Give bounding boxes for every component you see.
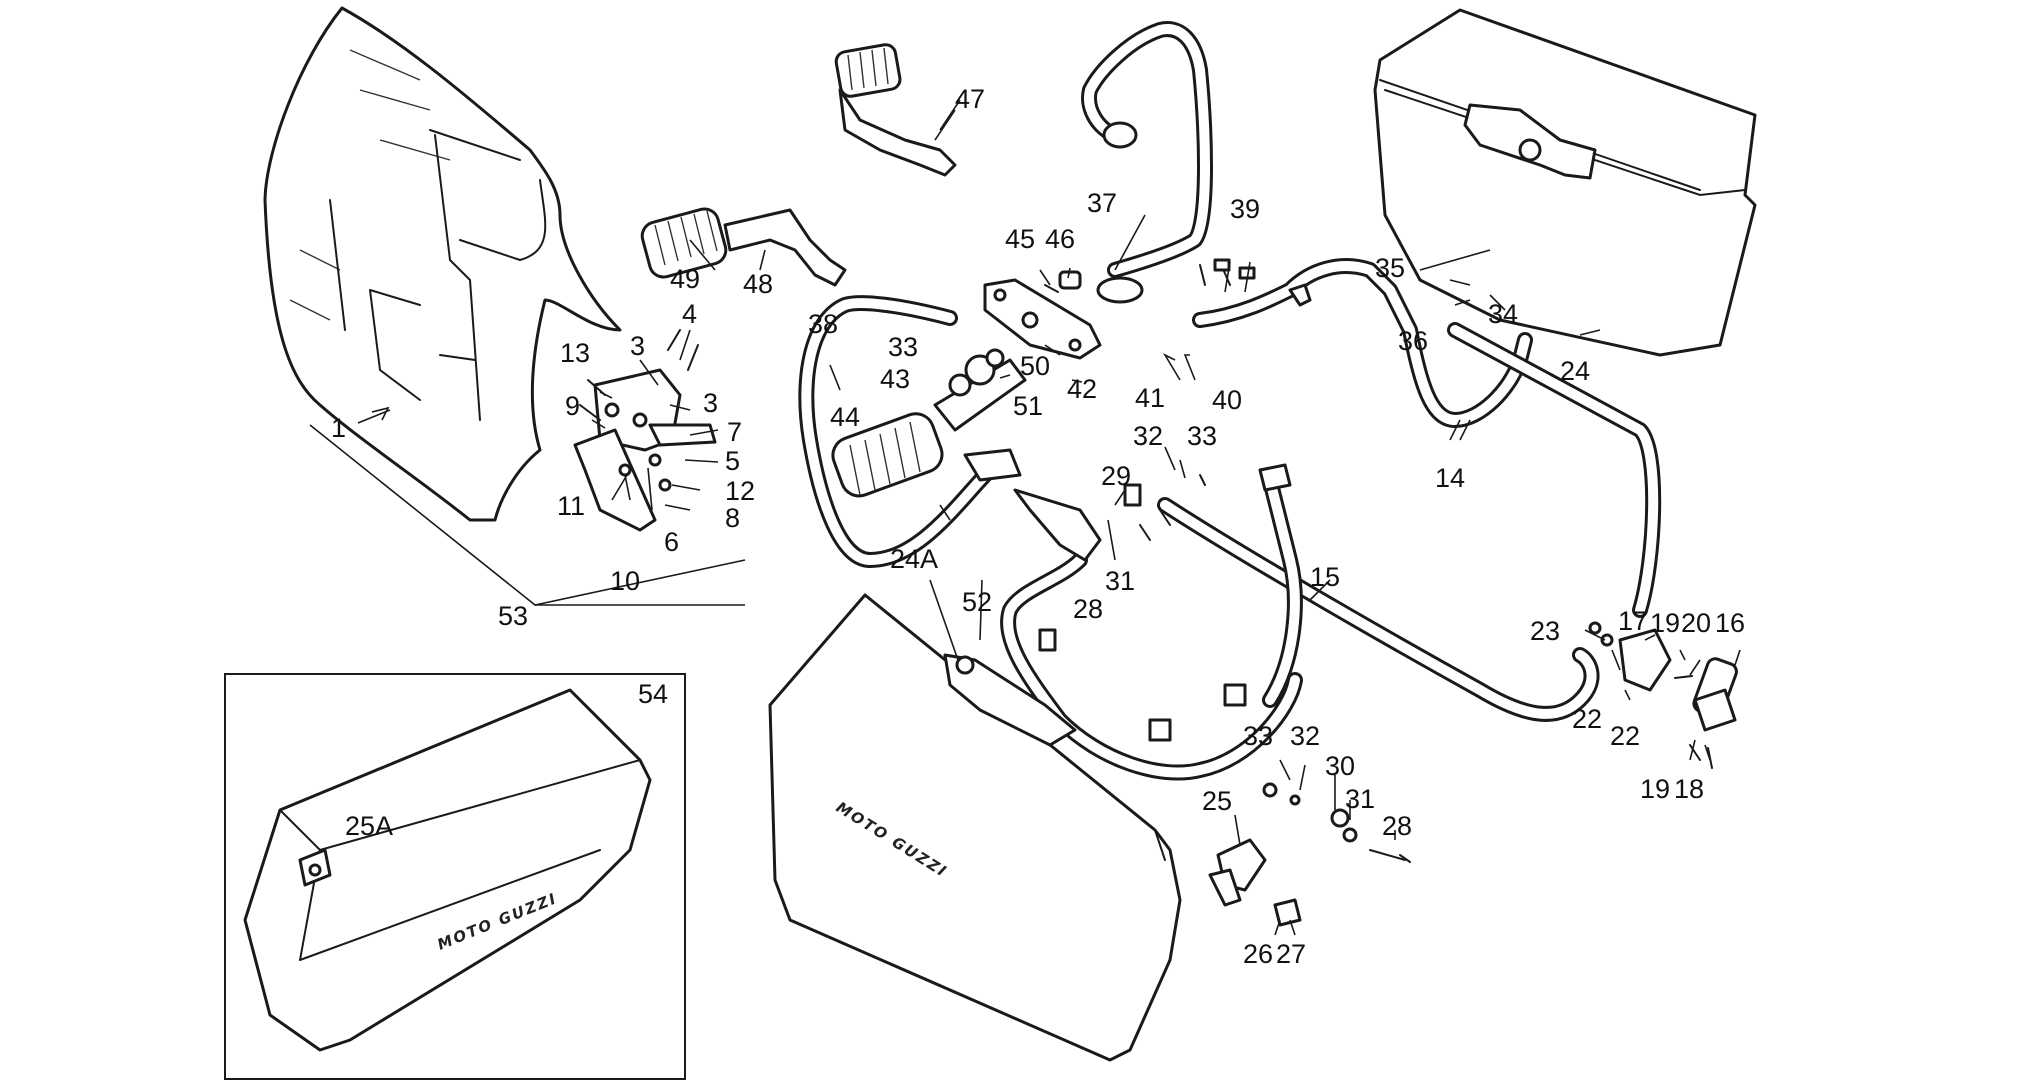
callout-45: 45 (1005, 224, 1035, 254)
callout-1: 1 (331, 413, 346, 443)
footpeg-rear-right (834, 43, 957, 177)
callout-52: 52 (962, 587, 992, 617)
callout-43: 43 (880, 364, 910, 394)
callout-14: 14 (1435, 463, 1465, 493)
callout-3b: 3 (703, 388, 718, 418)
callout-50: 50 (1020, 351, 1050, 381)
callout-24: 24 (1560, 356, 1590, 386)
callout-26: 26 (1243, 939, 1273, 969)
inset-box: MOTO GUZZI (224, 673, 686, 1080)
callout-28b: 28 (1382, 811, 1412, 841)
callout-35: 35 (1375, 253, 1405, 283)
callout-44: 44 (830, 402, 860, 432)
callout-12: 12 (725, 476, 755, 506)
callout-33b: 33 (1187, 421, 1217, 451)
callout-19a: 19 (1650, 608, 1680, 638)
crash-bar-front (798, 295, 1022, 568)
callout-13: 13 (560, 338, 590, 368)
callout-32b: 32 (1290, 721, 1320, 751)
callout-36: 36 (1398, 326, 1428, 356)
callout-31b: 31 (1345, 784, 1375, 814)
callout-16: 16 (1715, 608, 1745, 638)
callout-42: 42 (1067, 374, 1097, 404)
callout-24A: 24A (890, 544, 938, 574)
callout-48: 48 (743, 269, 773, 299)
callout-51: 51 (1013, 391, 1043, 421)
pannier-frame-rear (1192, 258, 1662, 618)
callout-31a: 31 (1105, 566, 1135, 596)
callout-11: 11 (557, 491, 585, 521)
callout-34: 34 (1488, 299, 1518, 329)
callout-19b: 19 (1640, 774, 1670, 804)
callout-29: 29 (1101, 461, 1131, 491)
callout-53: 53 (498, 601, 528, 631)
callout-46: 46 (1045, 224, 1075, 254)
callout-32a: 32 (1133, 421, 1163, 451)
callout-30: 30 (1325, 751, 1355, 781)
callout-39: 39 (1230, 194, 1260, 224)
callout-22a: 22 (1572, 704, 1602, 734)
callout-18: 18 (1674, 774, 1704, 804)
hard-case-left: MOTO GUZZI (768, 593, 1182, 1062)
support-bar (1081, 21, 1213, 304)
callout-20: 20 (1681, 608, 1711, 638)
leader-lines (309, 99, 1741, 936)
callout-22b: 22 (1610, 721, 1640, 751)
callout-5: 5 (725, 446, 740, 476)
lower-fasteners (1123, 474, 1411, 927)
callout-6: 6 (664, 527, 679, 557)
footpeg-rear-left (640, 207, 847, 287)
windshield-bracket (573, 329, 717, 532)
hard-case-right (1373, 8, 1757, 357)
callout-40: 40 (1212, 385, 1242, 415)
callout-4: 4 (682, 299, 697, 329)
callout-labels: 1 3 3 4 5 6 7 8 9 10 11 12 13 53 54 25A … (331, 84, 1745, 969)
callout-33c: 33 (1243, 721, 1273, 751)
callout-7: 7 (727, 417, 742, 447)
callout-23: 23 (1530, 616, 1560, 646)
windshield (263, 6, 622, 522)
callout-41: 41 (1135, 383, 1165, 413)
callout-27: 27 (1276, 939, 1306, 969)
callout-37: 37 (1087, 188, 1117, 218)
mounting-plate (983, 278, 1102, 360)
callout-25A: 25A (345, 811, 393, 841)
callout-8: 8 (725, 503, 740, 533)
callout-10: 10 (610, 566, 640, 596)
callout-25: 25 (1202, 786, 1232, 816)
callout-33a: 33 (888, 332, 918, 362)
callout-47: 47 (955, 84, 985, 114)
pannier-frame-lower (1157, 463, 1600, 722)
callout-3a: 3 (630, 331, 645, 361)
callout-15: 15 (1310, 562, 1340, 592)
callout-49: 49 (670, 264, 700, 294)
callout-9: 9 (565, 391, 580, 421)
callout-17: 17 (1618, 606, 1648, 636)
callout-28a: 28 (1073, 594, 1103, 624)
callout-38: 38 (808, 309, 838, 339)
callout-54: 54 (638, 679, 668, 709)
